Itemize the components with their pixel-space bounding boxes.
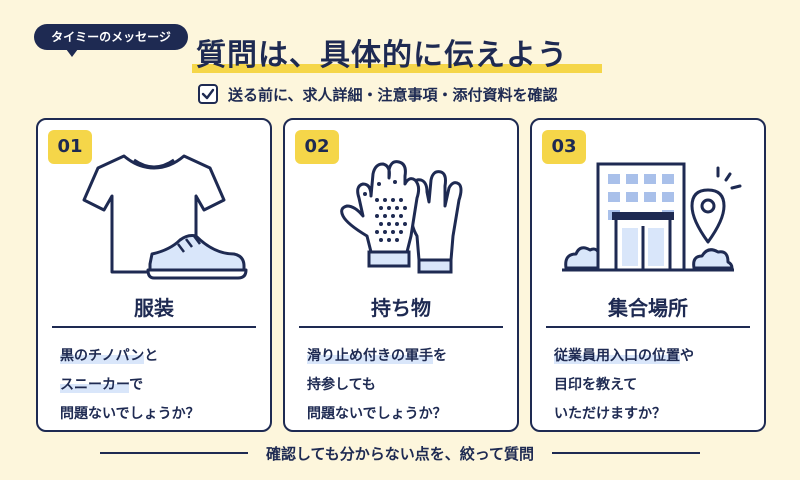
card-divider: [299, 326, 503, 328]
message-tag: タイミーのメッセージ: [34, 24, 188, 57]
checklist-note: 送る前に、求人詳細・注意事項・添付資料を確認: [198, 82, 558, 106]
question-line: 従業員用入口の位置や: [554, 342, 754, 371]
question-line: 持参しても: [307, 371, 507, 400]
card-title: 集合場所: [608, 296, 688, 320]
card-question: 従業員用入口の位置や 目印を教えて いただけますか？: [554, 342, 754, 429]
headline-underline: [192, 64, 602, 73]
card-divider: [52, 326, 256, 328]
text: を: [433, 348, 447, 364]
card-divider: [546, 326, 750, 328]
card-number: 03: [542, 130, 586, 164]
highlighted-text: 従業員用入口の位置: [554, 348, 680, 364]
question-line: 目印を教えて: [554, 371, 754, 400]
card-question: 滑り止め付きの軍手を 持参しても 問題ないでしょうか？: [307, 342, 507, 429]
work-gloves-icon: [340, 160, 463, 274]
building-with-map-pin-icon: [562, 162, 742, 272]
card-title: 服装: [134, 296, 174, 320]
highlighted-text: 滑り止め付きの軍手: [307, 348, 433, 364]
page-title: 質問は、具体的に伝えよう: [196, 38, 568, 73]
card-belongings: 02 持ち物 滑り止め付きの軍手を 持参しても 問題ないでしょうか？: [283, 118, 519, 432]
highlighted-text: スニーカー: [60, 377, 130, 393]
footer-note: 確認しても分からない点を、絞って質問: [0, 440, 800, 466]
tshirt-and-sneaker-icon: [82, 154, 248, 280]
checkbox-checked-icon: [198, 84, 218, 104]
question-line: 滑り止め付きの軍手を: [307, 342, 507, 371]
footer-text: 確認しても分からない点を、絞って質問: [265, 444, 535, 463]
question-line: 黒のチノパンと: [60, 342, 260, 371]
question-line: いただけますか？: [554, 400, 754, 429]
card-question: 黒のチノパンと スニーカーで 問題ないでしょうか？: [60, 342, 260, 429]
text: や: [680, 348, 694, 364]
footer-rule-right: [552, 452, 701, 454]
question-line: 問題ないでしょうか？: [307, 400, 507, 429]
text: で: [129, 377, 144, 393]
text: と: [144, 348, 159, 364]
text: 持参しても: [307, 377, 376, 393]
text: 問題ないでしょうか？: [60, 406, 200, 422]
text: いただけますか？: [554, 406, 666, 422]
card-clothing: 01 服装 黒のチノパンと スニーカーで 問題ないでしょうか？: [36, 118, 272, 432]
card-meeting-place: 03 集合場所 従業員用入口の位置や 目印を教えて いただけますか？: [530, 118, 766, 432]
card-number: 02: [295, 130, 339, 164]
question-line: 問題ないでしょうか？: [60, 400, 260, 429]
text: 問題ないでしょうか？: [307, 406, 447, 422]
checklist-note-text: 送る前に、求人詳細・注意事項・添付資料を確認: [228, 85, 558, 104]
text: 目印を教えて: [554, 377, 638, 393]
card-title: 持ち物: [371, 296, 431, 320]
card-number: 01: [48, 130, 92, 164]
question-line: スニーカーで: [60, 371, 260, 400]
footer-rule-left: [99, 452, 248, 454]
highlighted-text: 黒のチノパン: [60, 348, 145, 364]
